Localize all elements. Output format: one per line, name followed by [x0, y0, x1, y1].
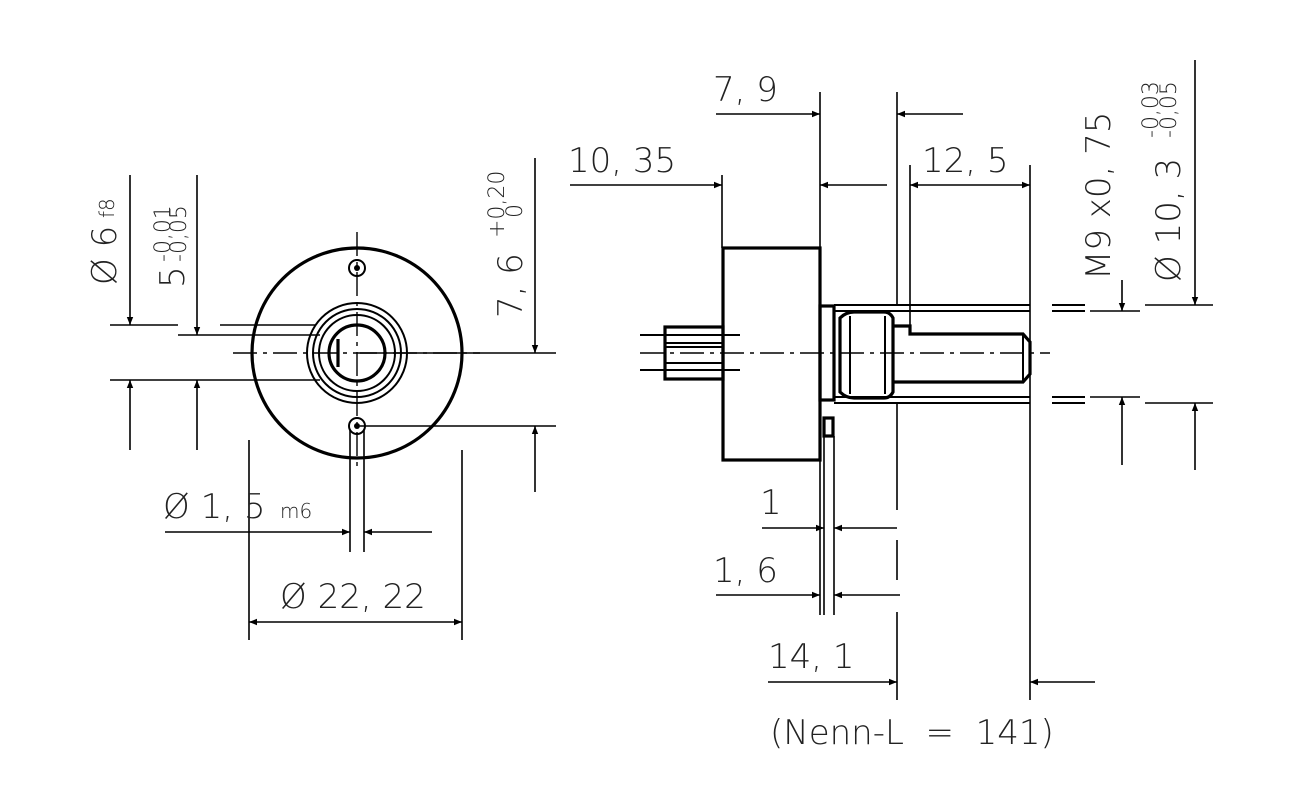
bushing-tol-upper-label: -0,03	[1139, 81, 1164, 138]
pin-diameter-label: Ø 1, 5	[163, 487, 265, 527]
length-79-label: 7, 9	[713, 70, 778, 110]
length-125-label: 12, 5	[922, 141, 1009, 181]
anti-rotation-pin	[822, 416, 835, 438]
front-shaft	[893, 324, 1032, 384]
length-1-label: 1	[760, 483, 782, 523]
flat-value-label: 5	[153, 266, 193, 288]
pin-fit-label: m6	[280, 499, 312, 523]
hole-offset-tol-lower-label: 0	[503, 204, 528, 218]
length-16-label: 1, 6	[713, 551, 778, 591]
hole-offset-tol-upper-label: +0,20	[485, 171, 510, 238]
front-view: Ø 6 f8 5 -0,01 -0,05 7, 6 +0,20 0 Ø 1, 5…	[85, 158, 556, 640]
mounting-plate	[818, 304, 836, 402]
housing-body	[721, 246, 822, 462]
hole-offset-label: 7, 6	[491, 253, 531, 318]
bushing-tol-lower-label: -0,05	[1157, 81, 1182, 138]
shaft-fit-label: f8	[95, 198, 119, 218]
top-hole-center	[354, 265, 360, 271]
nominal-length-note: (Nenn-L = 141)	[770, 713, 1054, 753]
length-141-label: 14, 1	[768, 637, 855, 677]
flat-tol-upper-label: -0,01	[151, 205, 176, 262]
shaft-diameter-label: Ø 6	[85, 226, 125, 285]
length-1035-label: 10, 35	[568, 141, 676, 181]
pin-hole-center	[354, 423, 360, 429]
flat-tol-lower-label: -0,05	[167, 205, 192, 262]
side-view: 7, 9 10, 35 12, 5 M9 x0, 75 Ø 10, 3 -0,0…	[568, 60, 1213, 753]
top-hole	[348, 259, 366, 277]
bushing-diameter-label: Ø 10, 3	[1149, 158, 1189, 282]
body-diameter-label: Ø 22, 22	[280, 577, 426, 617]
thread-label: M9 x0, 75	[1079, 112, 1119, 280]
